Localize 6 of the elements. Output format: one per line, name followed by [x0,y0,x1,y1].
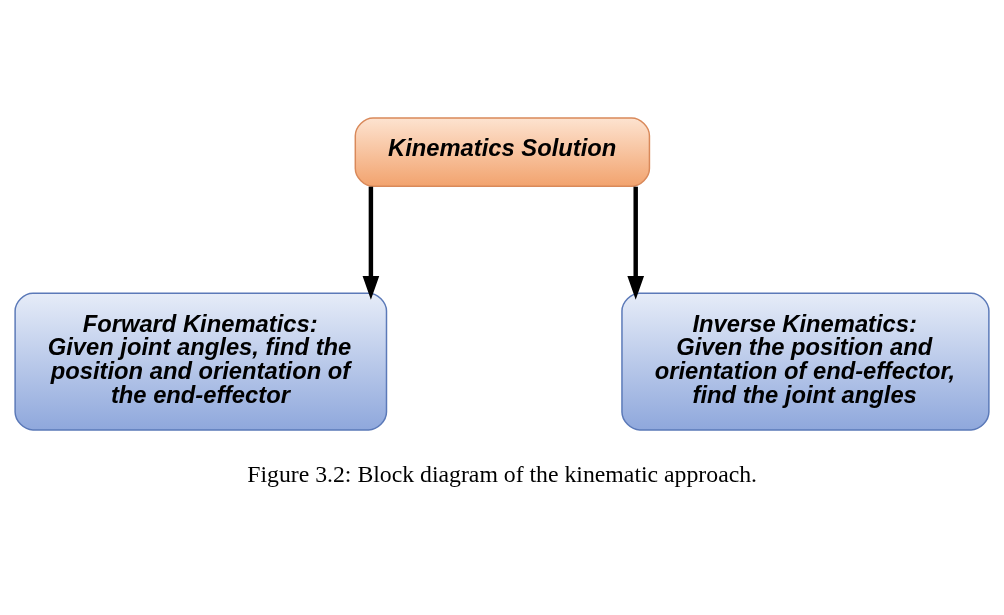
caption: Figure 3.2: Block diagram of the kinematic approach. [247,460,758,487]
node-box: Forward Kinematics: Given joint angles, find the position and orientation of the end-effector [14,292,388,431]
node-box: Inverse Kinematics: Given the position and orientation of end-effector, find the joint angles [621,292,990,431]
arrow [627,186,645,300]
arrow [362,186,380,300]
node-box: Kinematics Solution [354,117,651,188]
